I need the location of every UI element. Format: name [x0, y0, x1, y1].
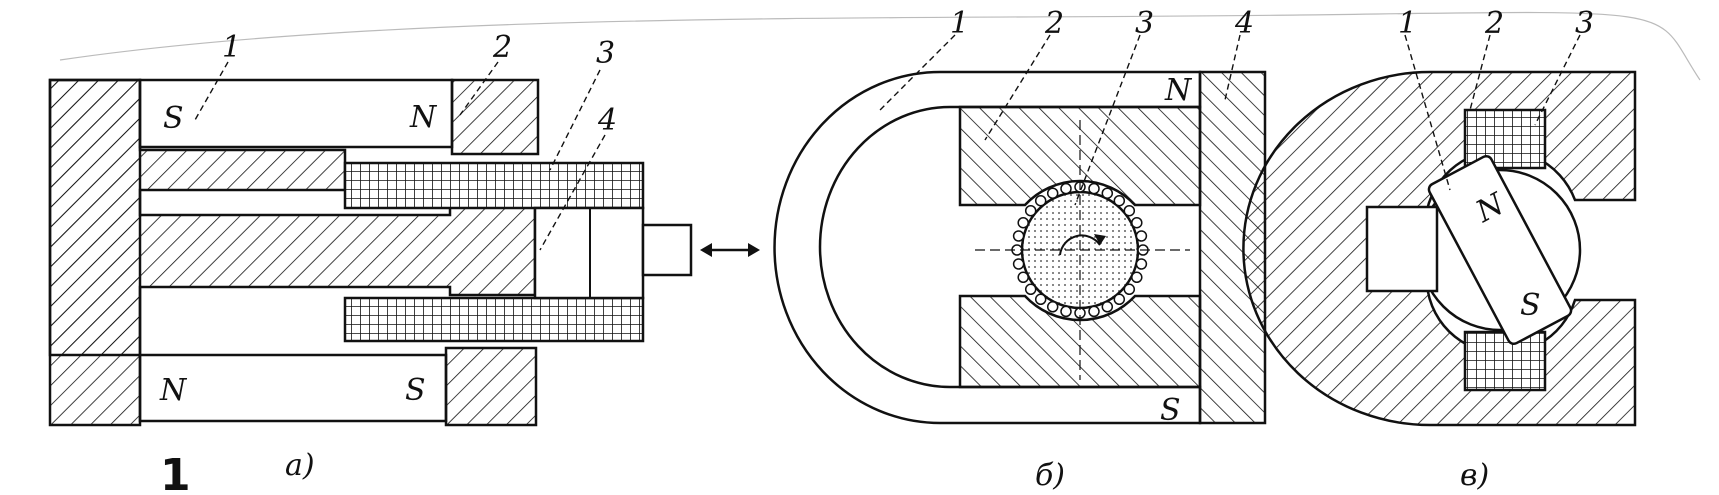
rotation-arrow-icon: [1059, 234, 1101, 256]
figure-c-left-slot: [1365, 205, 1439, 293]
figure-a-handwritten-mark: 1: [160, 450, 191, 495]
rotor-winding-turn: [1012, 230, 1025, 242]
figure-b-centerlines: [975, 120, 1190, 380]
figure-b-pole-bottom: S: [1160, 393, 1181, 428]
rotor-winding-turn: [1060, 305, 1072, 318]
figure-a-bottom-pole-piece: [444, 346, 538, 427]
figure-b-bottom-pole-piece: [958, 294, 1202, 389]
rotor-winding-turn: [1123, 204, 1136, 217]
figure-a-rod: [641, 223, 693, 277]
figure-a-top-magnet: [138, 78, 454, 149]
rotor-winding-turn: [1046, 301, 1059, 313]
figure-a-label-3: 3: [596, 36, 615, 71]
figure-b-leaders: [879, 34, 1241, 206]
figure-a-label-1: 1: [222, 30, 241, 65]
figure-a-pole-bottom-right: S: [405, 373, 426, 408]
figure-c: 1 2 3 N S в): [1242, 6, 1637, 493]
figure-c-leaders: [1404, 34, 1581, 191]
rotor-winding-turn: [1135, 258, 1148, 270]
rotor-winding-turn: [1101, 187, 1114, 199]
figure-a-left-slab: [48, 78, 142, 427]
figure-c-label-2: 2: [1484, 6, 1504, 41]
double-arrow-icon: [700, 243, 760, 257]
rotor-winding-turn: [1131, 271, 1143, 284]
rotor-winding-turn: [1113, 194, 1126, 207]
rotor-winding-turn: [1034, 194, 1047, 207]
figure-c-pole-s: S: [1520, 288, 1541, 323]
figure-a-caption: a): [285, 448, 315, 483]
figure-b-label-3: 3: [1135, 6, 1154, 41]
rotor-winding-turn: [1017, 216, 1029, 229]
figure-b-caption: б): [1035, 458, 1065, 493]
figure-c-caption: в): [1460, 458, 1489, 493]
figure-c-coil-top: [1463, 108, 1547, 170]
rotor-winding-turn: [1046, 187, 1059, 199]
figure-b-label-2: 2: [1044, 6, 1064, 41]
rotor-winding-turn: [1017, 271, 1029, 284]
rotor-winding-turn: [1060, 182, 1072, 195]
figure-c-coil-bottom: [1463, 330, 1547, 392]
figure-a-leaders: [194, 61, 606, 251]
paper-edge-line: [59, 11, 1701, 81]
figure-a-pole-bottom-left: N: [159, 373, 188, 408]
figure-a: 1 2 3 4 S N N S a) 1: [48, 30, 760, 495]
figure-c-label-1: 1: [1398, 6, 1417, 41]
rotor-winding-turn: [1088, 182, 1100, 195]
rotor-winding-turn: [1101, 301, 1114, 313]
figure-a-pole-top-left: S: [163, 101, 184, 136]
rotation-arrowhead-icon: [1094, 234, 1106, 245]
rotor-winding-turn: [1034, 293, 1047, 306]
figure-b-label-1: 1: [950, 6, 969, 41]
figure-b-label-4: 4: [1234, 6, 1254, 41]
figure-c-rotor-magnet: [1427, 154, 1573, 346]
rotor-winding-turn: [1123, 283, 1136, 296]
figure-b: 1 2 3 4 N S б): [773, 6, 1267, 493]
rotor-winding-turn: [1135, 230, 1148, 242]
rotor-winding-turn: [1131, 216, 1143, 229]
rotor-winding-turn: [1024, 283, 1037, 296]
figure-a-label-4: 4: [597, 103, 617, 138]
figure-a-label-2: 2: [492, 30, 512, 65]
rotor-winding-turn: [1088, 305, 1100, 318]
rotor-winding-turn: [1113, 293, 1126, 306]
figure-a-pole-top-right: N: [409, 100, 438, 135]
figure-b-pole-top: N: [1164, 73, 1193, 108]
rotor-winding-turn: [1012, 258, 1025, 270]
figure-a-top-pole-piece: [450, 78, 540, 156]
figure-a-coil-bottom: [343, 296, 645, 343]
figure-a-coil-top: [343, 161, 645, 210]
figure-c-label-3: 3: [1575, 6, 1594, 41]
rotor-winding-turn: [1024, 204, 1037, 217]
figure-b-rotor-winding: [1011, 181, 1149, 319]
